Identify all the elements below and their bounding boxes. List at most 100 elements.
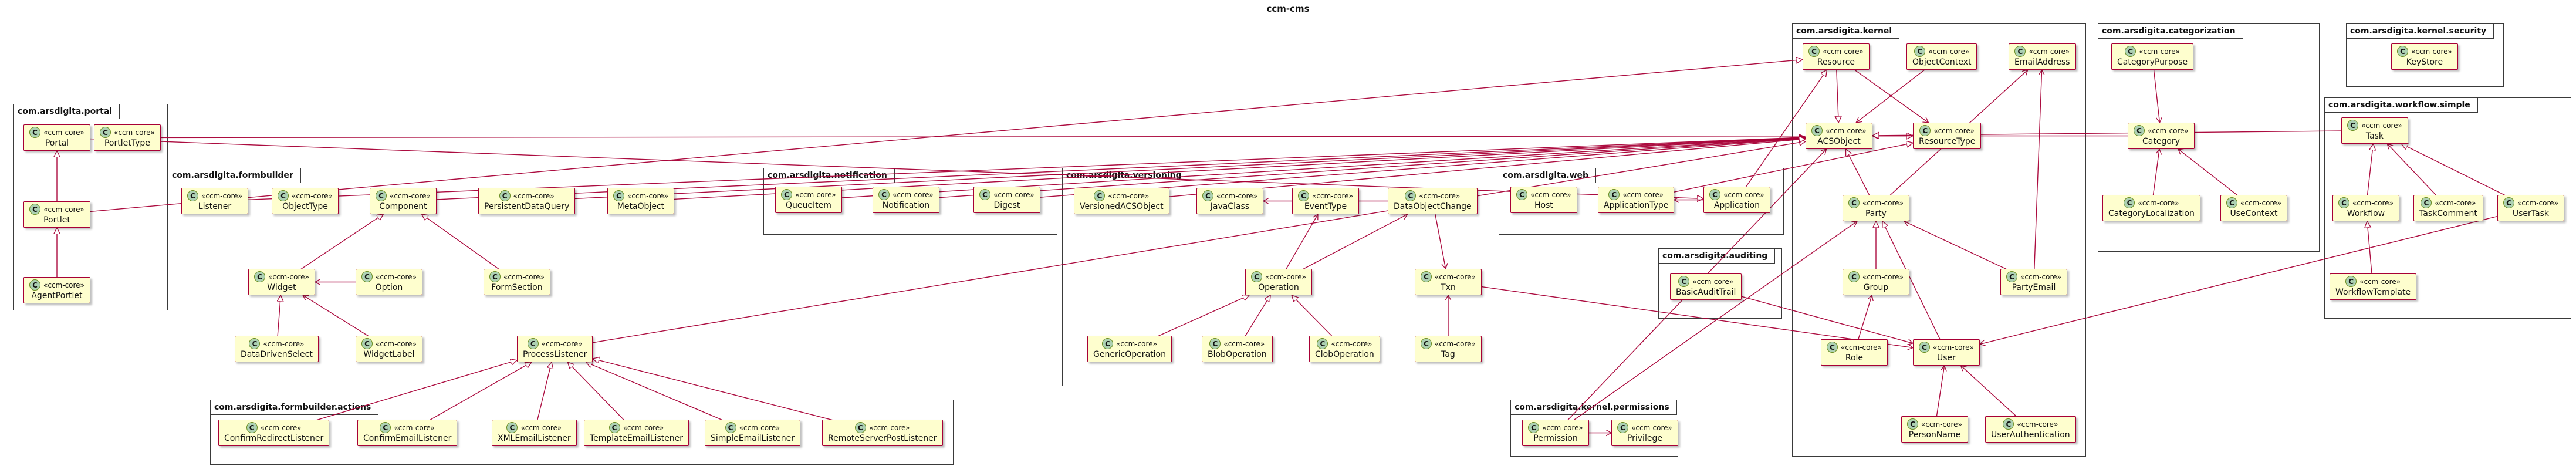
class-name: XMLEmailListener — [498, 434, 571, 443]
package-label: com.arsdigita.kernel — [1792, 23, 1900, 39]
class-name: ConfirmEmailListener — [363, 434, 452, 443]
class-name: SimpleEmailListener — [711, 434, 795, 443]
class-icon: C — [527, 338, 539, 349]
class-name: CategoryPurpose — [2117, 58, 2188, 67]
class-icon: C — [2347, 120, 2358, 131]
class-stereotype: «ccm-core» — [1841, 343, 1882, 352]
class-stereotype: «ccm-core» — [2359, 277, 2401, 286]
class-name: Role — [1845, 353, 1864, 363]
class-icon: C — [249, 338, 261, 349]
class-name: Resource — [1817, 58, 1855, 67]
class-TaskComment: C«ccm-core»TaskComment — [2413, 195, 2483, 221]
class-name: CategoryLocalization — [2108, 209, 2195, 218]
class-name: Portlet — [43, 215, 70, 225]
class-icon: C — [1808, 46, 1820, 57]
class-EventType: C«ccm-core»EventType — [1292, 188, 1359, 214]
class-stereotype: «ccm-core» — [627, 191, 668, 200]
class-FormSection: C«ccm-core»FormSection — [484, 269, 550, 295]
class-name: ResourceType — [1919, 137, 1976, 146]
relation-inherit — [127, 136, 1913, 138]
class-Task: C«ccm-core»Task — [2341, 117, 2408, 144]
class-name: Group — [1863, 283, 1889, 292]
class-ObjectType: C«ccm-core»ObjectType — [272, 188, 339, 214]
class-stereotype: «ccm-core» — [2361, 121, 2402, 130]
class-name: Permission — [1533, 434, 1578, 443]
class-name: KeyStore — [2406, 58, 2443, 67]
class-stereotype: «ccm-core» — [868, 423, 910, 432]
class-stereotype: «ccm-core» — [520, 423, 562, 432]
class-stereotype: «ccm-core» — [376, 272, 417, 281]
class-name: Operation — [1258, 283, 1299, 292]
class-stereotype: «ccm-core» — [2435, 198, 2476, 207]
class-icon: C — [1317, 338, 1328, 349]
class-name: UserAuthentication — [1991, 430, 2070, 440]
class-Operation: C«ccm-core»Operation — [1245, 269, 1312, 295]
class-stereotype: «ccm-core» — [2148, 126, 2189, 135]
class-Component: C«ccm-core»Component — [370, 188, 437, 214]
package-label: com.arsdigita.web — [1499, 168, 1597, 183]
class-name: Txn — [1441, 283, 1456, 292]
class-icon: C — [1421, 271, 1432, 282]
class-name: WidgetLabel — [363, 350, 415, 359]
class-stereotype: «ccm-core» — [201, 191, 242, 200]
class-name: EventType — [1304, 202, 1347, 211]
class-stereotype: «ccm-core» — [1823, 47, 1864, 56]
class-name: QueueItem — [786, 201, 831, 210]
class-name: PersistentDataQuery — [484, 202, 570, 211]
class-icon: C — [2397, 46, 2408, 57]
class-icon: C — [499, 190, 511, 201]
class-stereotype: «ccm-core» — [1419, 191, 1461, 200]
class-Privilege: C«ccm-core»Privilege — [1611, 420, 1678, 446]
class-icon: C — [1298, 190, 1309, 201]
class-Tag: C«ccm-core»Tag — [1415, 336, 1482, 362]
class-icon: C — [2003, 418, 2014, 430]
class-icon: C — [1907, 418, 1918, 430]
class-icon: C — [1528, 422, 1539, 433]
class-stereotype: «ccm-core» — [1622, 190, 1664, 199]
class-stereotype: «ccm-core» — [263, 339, 305, 348]
class-icon: C — [29, 204, 40, 215]
class-name: ProcessListener — [523, 350, 587, 359]
class-stereotype: «ccm-core» — [390, 191, 431, 200]
class-name: AgentPortlet — [31, 291, 83, 300]
class-name: BlobOperation — [1208, 350, 1267, 359]
class-icon: C — [1914, 46, 1926, 57]
class-QueueItem: C«ccm-core»QueueItem — [775, 187, 842, 213]
class-stereotype: «ccm-core» — [2352, 198, 2394, 207]
class-name: Category — [2142, 137, 2180, 146]
class-icon: C — [2014, 46, 2026, 57]
class-name: PartyEmail — [2012, 283, 2056, 292]
class-stereotype: «ccm-core» — [1933, 343, 1974, 352]
class-stereotype: «ccm-core» — [1435, 272, 1476, 281]
package-kernel_security: com.arsdigita.kernel.security — [2346, 23, 2504, 87]
class-Listener: C«ccm-core»Listener — [181, 188, 248, 214]
class-icon: C — [2503, 197, 2514, 208]
class-icon: C — [608, 422, 620, 433]
class-name: Component — [379, 202, 427, 211]
class-UserTask: C«ccm-core»UserTask — [2497, 195, 2564, 221]
class-name: MetaObject — [617, 202, 665, 211]
class-stereotype: «ccm-core» — [1542, 423, 1583, 432]
class-stereotype: «ccm-core» — [2411, 47, 2452, 56]
class-stereotype: «ccm-core» — [893, 190, 934, 199]
class-stereotype: «ccm-core» — [292, 191, 333, 200]
class-name: WorkflowTemplate — [2335, 288, 2411, 297]
class-icon: C — [2338, 197, 2349, 208]
class-Txn: C«ccm-core» Txn — [1415, 269, 1482, 295]
class-icon: C — [380, 422, 391, 433]
class-BlobOperation: C«ccm-core»BlobOperation — [1202, 336, 1273, 362]
package-kernel: com.arsdigita.kernel — [1792, 23, 2086, 457]
class-stereotype: «ccm-core» — [1530, 190, 1571, 199]
class-name: ObjectType — [282, 202, 328, 211]
class-Workflow: C«ccm-core»Workflow — [2332, 195, 2399, 221]
class-icon: C — [489, 271, 501, 282]
class-icon: C — [1209, 338, 1221, 349]
class-TemplateEmailListener: C«ccm-core»TemplateEmailListener — [584, 420, 689, 446]
class-stereotype: «ccm-core» — [43, 281, 84, 289]
class-name: Option — [375, 283, 403, 292]
package-label: com.arsdigita.kernel.security — [2346, 23, 2494, 39]
class-stereotype: «ccm-core» — [1435, 339, 1476, 348]
class-icon: C — [29, 279, 40, 291]
class-Portlet: C«ccm-core»Portlet — [23, 201, 90, 228]
class-icon: C — [2421, 197, 2432, 208]
